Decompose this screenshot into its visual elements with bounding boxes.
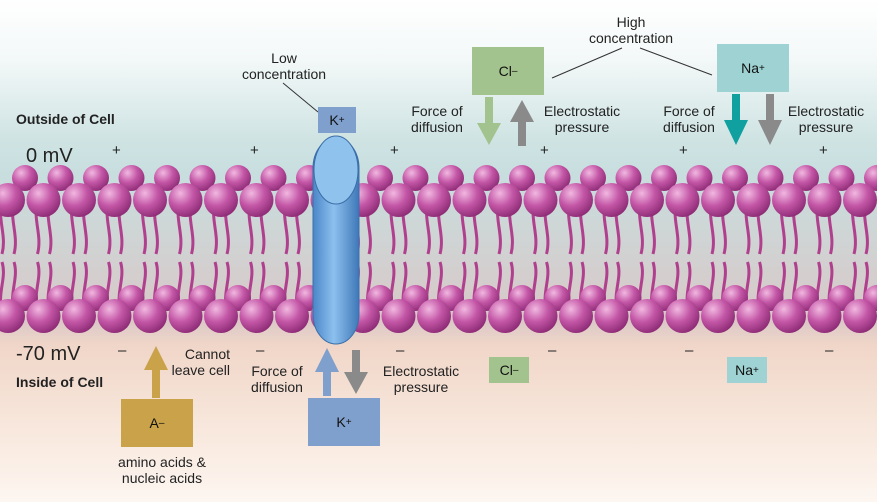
minus-sign: – <box>118 342 127 359</box>
cl-electrostatic-pressure-label: Electrostatic pressure <box>543 103 621 135</box>
ion-symbol: Na <box>735 362 754 378</box>
high-concentration-leader-na <box>639 47 713 76</box>
anion-box: A– <box>121 399 193 447</box>
k-diffusion-arrow <box>315 348 339 396</box>
ion-symbol: Na <box>741 60 760 76</box>
minus-sign: – <box>256 342 265 359</box>
ion-charge: – <box>511 65 518 77</box>
k-ion-outside: K+ <box>318 107 356 133</box>
na-electrostatic-arrow <box>758 94 782 145</box>
inside-voltage: -70 mV <box>16 343 81 365</box>
minus-sign: – <box>825 342 834 359</box>
k-force-of-diffusion-label: Force of diffusion <box>251 363 303 395</box>
cl-ion-outside: Cl– <box>472 47 544 95</box>
ion-charge: + <box>345 416 352 428</box>
k-ion-inside: K+ <box>308 398 380 446</box>
high-concentration-label: High concentration <box>588 14 674 46</box>
ion-charge: – <box>158 417 165 429</box>
ion-symbol: Cl <box>499 362 513 378</box>
minus-sign: – <box>685 342 694 359</box>
high-concentration-leader-cl <box>551 47 623 79</box>
na-ion-inside: Na+ <box>727 357 767 383</box>
plus-sign: + <box>819 142 828 159</box>
ion-symbol: A <box>149 415 159 431</box>
cl-ion-inside: Cl– <box>489 357 529 383</box>
ion-charge: + <box>338 114 345 126</box>
na-electrostatic-pressure-label: Electrostatic pressure <box>787 103 865 135</box>
k-electrostatic-pressure-label: Electrostatic pressure <box>382 363 460 395</box>
low-concentration-label: Low concentration <box>241 50 327 82</box>
outside-voltage: 0 mV <box>26 145 73 167</box>
outside-of-cell-label: Outside of Cell <box>16 111 115 127</box>
plus-sign: + <box>112 142 121 159</box>
ion-charge: + <box>753 364 759 376</box>
ion-charge: + <box>759 62 765 74</box>
plus-sign: + <box>250 142 259 159</box>
na-ion-outside: Na+ <box>717 44 789 92</box>
na-force-of-diffusion-label: Force of diffusion <box>663 103 715 135</box>
minus-sign: – <box>396 342 405 359</box>
inside-of-cell-label: Inside of Cell <box>16 374 104 390</box>
ion-charge: – <box>512 364 519 376</box>
anion-blocked-arrow <box>144 346 168 398</box>
amino-acids-label: amino acids & nucleic acids <box>118 454 206 486</box>
ion-symbol: Cl <box>498 63 512 79</box>
plus-sign: + <box>390 142 399 159</box>
ion-symbol: K <box>336 414 346 430</box>
ion-symbol: K <box>329 112 339 128</box>
k-electrostatic-arrow <box>344 350 368 394</box>
cl-electrostatic-arrow <box>510 100 534 146</box>
cl-diffusion-arrow <box>477 97 501 145</box>
plus-sign: + <box>679 142 688 159</box>
low-concentration-leader <box>282 82 319 113</box>
plus-sign: + <box>540 142 549 159</box>
minus-sign: – <box>548 342 557 359</box>
na-diffusion-arrow <box>724 94 748 145</box>
cl-force-of-diffusion-label: Force of diffusion <box>411 103 463 135</box>
cannot-leave-cell-label: Cannot leave cell <box>171 346 230 378</box>
